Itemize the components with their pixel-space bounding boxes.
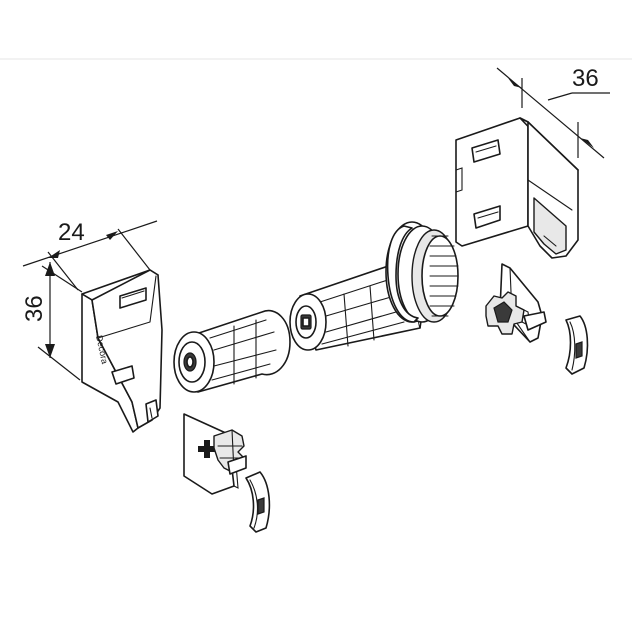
right-coupling-clip [485,263,547,343]
left-coupling-clip [183,413,247,495]
right-bracket [455,117,579,259]
dimension-label-24: 24 [58,219,85,246]
dimension-width-left: 24 [22,219,158,291]
end-plug [173,309,291,393]
plus-icon [198,440,216,458]
dimension-label-36-left: 36 [21,295,48,322]
dimension-depth-right: 36 [496,65,610,159]
right-small-clip [565,315,589,375]
left-small-clip [245,471,271,533]
dimension-label-36-right: 36 [572,65,599,92]
spring-tube [289,221,459,351]
left-bracket: Decora [81,269,163,433]
dimension-height-left: 36 [21,262,83,381]
